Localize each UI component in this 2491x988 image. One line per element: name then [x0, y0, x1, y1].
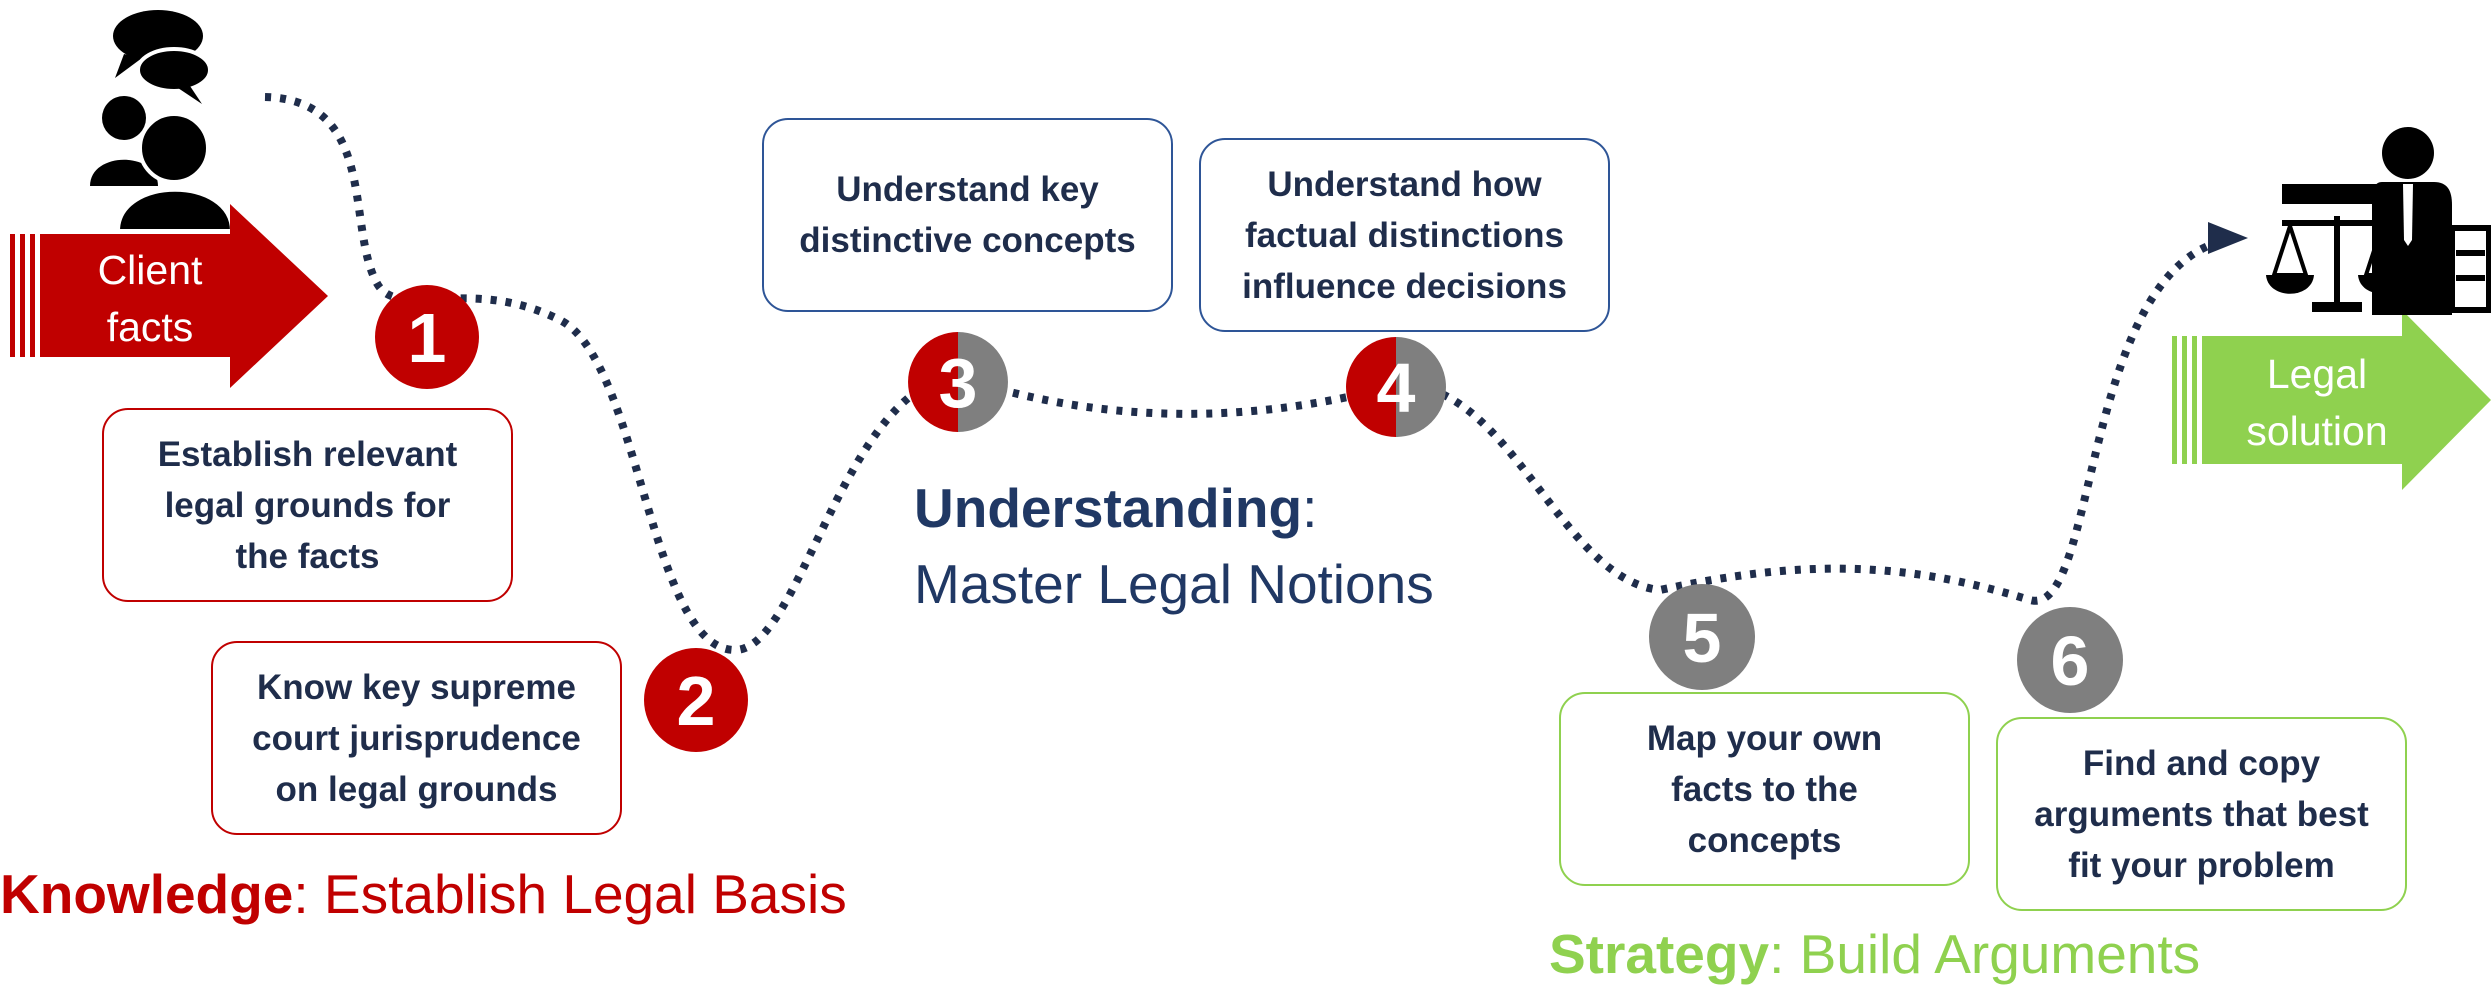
legal-solution-label: Legal solution	[2246, 351, 2388, 454]
understanding-heading-bold: Understanding	[914, 477, 1303, 539]
path-arrowhead-icon	[2208, 222, 2248, 254]
svg-text:2: 2	[677, 662, 716, 740]
svg-text:1: 1	[408, 299, 447, 377]
step-3-badge: 3	[908, 332, 1008, 432]
svg-text:6: 6	[2051, 622, 2090, 700]
step-2-box: Know key supreme court jurisprudence on …	[211, 641, 622, 835]
step-4-badge: 4	[1346, 337, 1446, 437]
judge-scales-icon	[2266, 127, 2491, 315]
step-5-box: Map your own facts to the concepts	[1559, 692, 1970, 886]
step-1-badge: 1	[375, 285, 479, 389]
client-facts-arrow	[10, 204, 328, 388]
understanding-heading-colon: :	[1302, 477, 1318, 539]
strategy-heading: Strategy: Build Arguments	[1549, 922, 2200, 986]
legal-solution-arrow	[2172, 310, 2491, 490]
step-5-badge: 5	[1649, 584, 1755, 690]
step-2-badge: 2	[644, 648, 748, 752]
strategy-heading-bold: Strategy	[1549, 923, 1770, 985]
step-1-box: Establish relevant legal grounds for the…	[102, 408, 513, 602]
svg-text:4: 4	[1377, 349, 1416, 427]
understanding-subheading: Master Legal Notions	[914, 553, 1434, 615]
step-3-box: Understand key distinctive concepts	[762, 118, 1173, 312]
knowledge-heading-rest: : Establish Legal Basis	[293, 863, 847, 925]
svg-text:5: 5	[1683, 599, 1722, 677]
knowledge-heading-bold: Knowledge	[0, 863, 294, 925]
knowledge-heading: Knowledge: Establish Legal Basis	[0, 862, 847, 926]
step-6-badge: 6	[2017, 607, 2123, 713]
step-4-box: Understand how factual distinctions infl…	[1199, 138, 1610, 332]
svg-text:3: 3	[939, 344, 978, 422]
strategy-heading-rest: : Build Arguments	[1769, 923, 2201, 985]
dotted-connector	[264, 93, 2241, 655]
understanding-heading: Understanding:	[914, 476, 1317, 540]
client-facts-label: Client facts	[97, 247, 203, 350]
step-6-box: Find and copy arguments that best fit yo…	[1996, 717, 2407, 911]
